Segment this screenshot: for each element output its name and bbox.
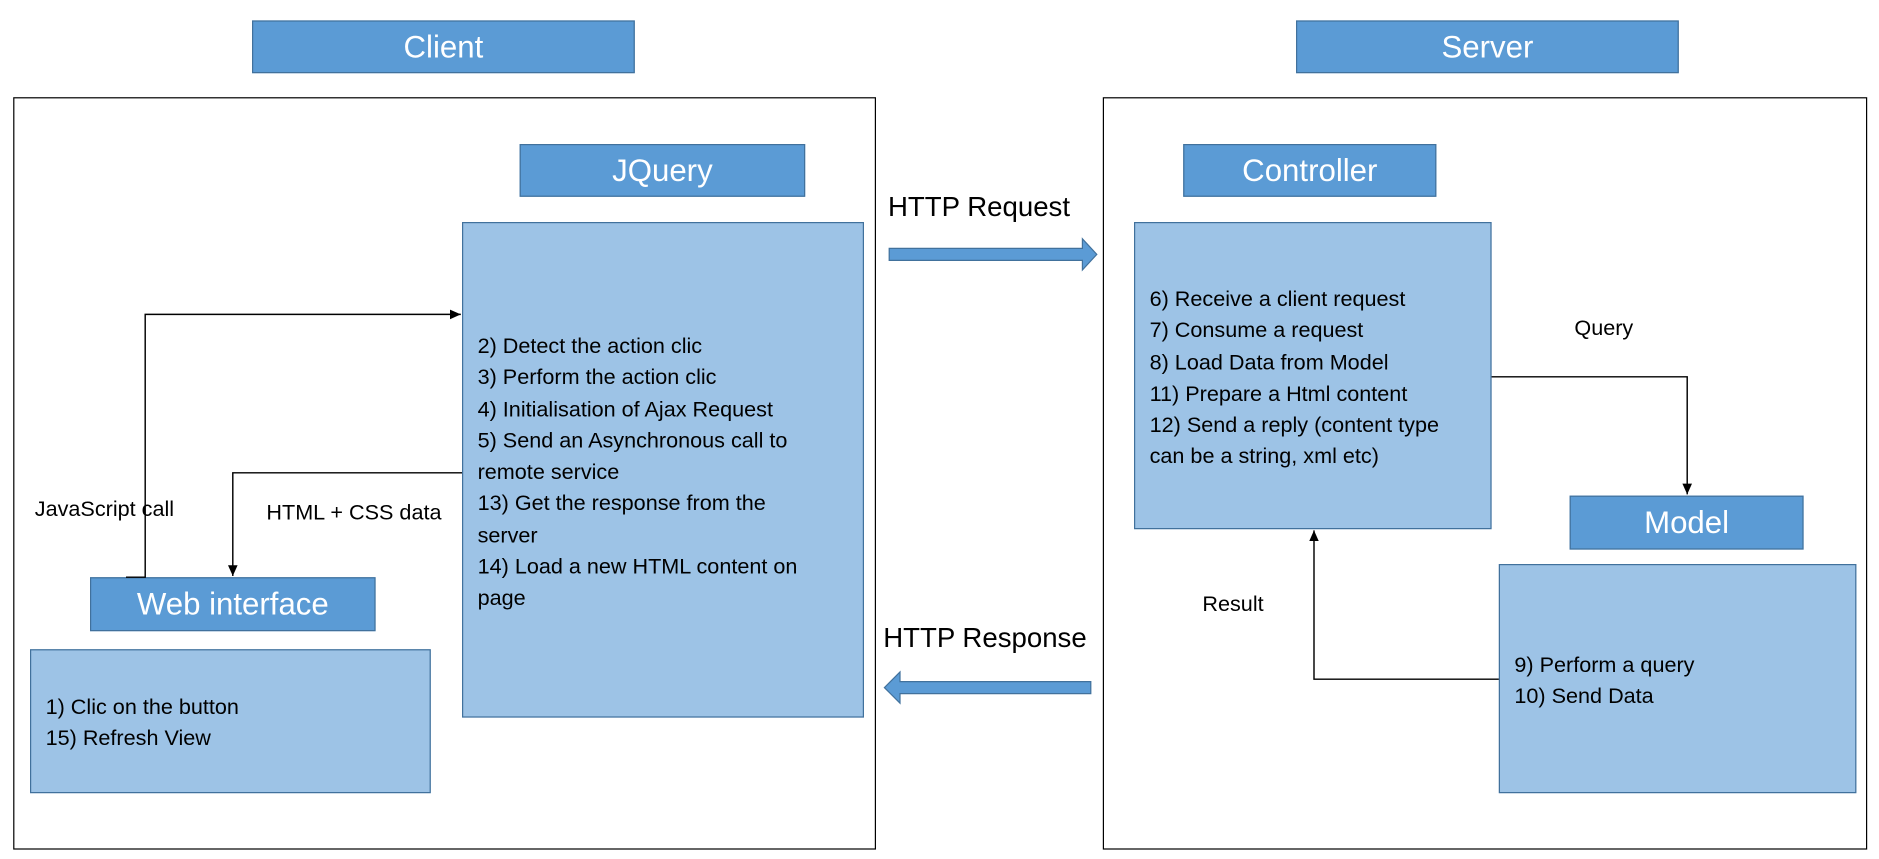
web-interface-step: 1) Clic on the button [45, 694, 239, 719]
controller-box: 6) Receive a client request 7) Consume a… [1134, 222, 1492, 530]
jquery-step: 3) Perform the action clic [477, 365, 717, 390]
web-interface-step: 15) Refresh View [45, 726, 211, 751]
web-interface-header: Web interface [90, 577, 376, 632]
controller-step: 8) Load Data from Model [1149, 349, 1389, 374]
javascript-call-label: JavaScript call [34, 496, 175, 521]
controller-header: Controller [1183, 144, 1437, 197]
jquery-step: 14) Load a new HTML content on [477, 554, 798, 579]
http-request-label: HTTP Request [888, 190, 1071, 223]
html-css-data-label: HTML + CSS data [266, 500, 442, 525]
web-interface-box: 1) Clic on the button 15) Refresh View [30, 649, 431, 794]
javascript-call-connector [126, 309, 461, 578]
controller-step: 12) Send a reply (content type [1149, 413, 1439, 438]
server-header: Server [1296, 20, 1679, 74]
model-step: 10) Send Data [1514, 684, 1654, 709]
jquery-step: 13) Get the response from the [477, 491, 766, 516]
jquery-header: JQuery [519, 144, 806, 197]
jquery-step: 4) Initialisation of Ajax Request [477, 396, 773, 421]
model-box: 9) Perform a query 10) Send Data [1498, 564, 1857, 794]
result-connector [1309, 530, 1499, 680]
client-header: Client [252, 20, 635, 74]
result-label: Result [1202, 591, 1264, 616]
jquery-box: 2) Detect the action clic 3) Perform the… [462, 222, 865, 718]
jquery-step: page [477, 586, 526, 611]
jquery-step: server [477, 522, 538, 547]
jquery-step: 5) Send an Asynchronous call to [477, 428, 788, 453]
http-response-arrow [883, 670, 1092, 705]
query-connector [1491, 376, 1693, 495]
controller-step: 11) Prepare a Html content [1149, 381, 1408, 406]
query-label: Query [1574, 315, 1634, 340]
controller-step: 7) Consume a request [1149, 318, 1364, 343]
controller-step: can be a string, xml etc) [1149, 444, 1379, 469]
model-header: Model [1569, 495, 1804, 550]
jquery-step: remote service [477, 459, 620, 484]
controller-step: 6) Receive a client request [1149, 286, 1406, 311]
http-response-label: HTTP Response [883, 621, 1087, 653]
html-css-data-connector [228, 472, 463, 577]
jquery-step: 2) Detect the action clic [477, 333, 703, 358]
http-request-arrow [888, 237, 1098, 272]
model-step: 9) Perform a query [1514, 652, 1695, 677]
